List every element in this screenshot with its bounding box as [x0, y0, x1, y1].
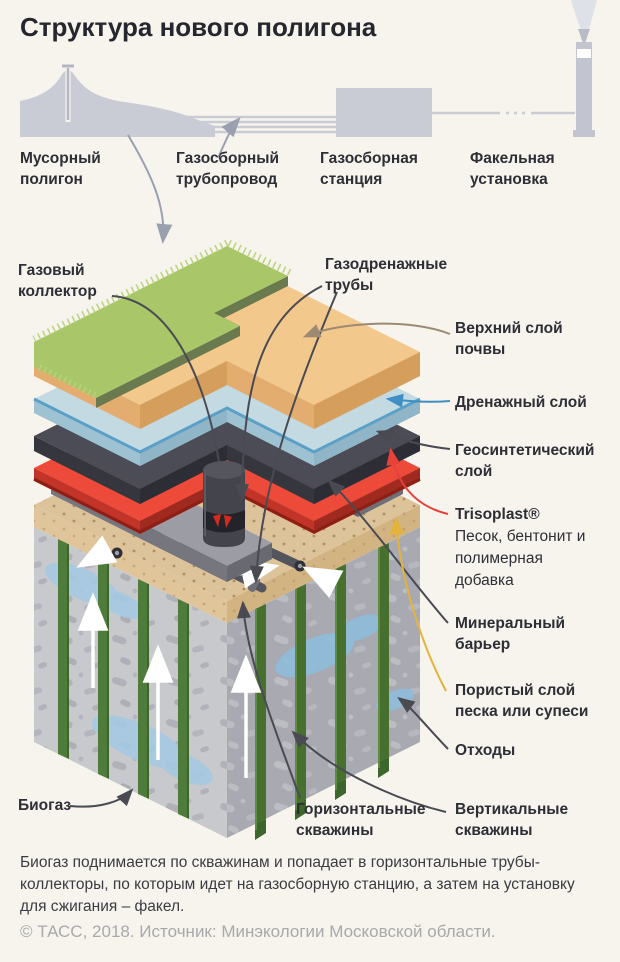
gas-in-arrow-right: [302, 566, 344, 598]
line-waste: [397, 696, 449, 750]
biogas-up-arrows: [77, 592, 262, 778]
top-soil-layer: [32, 239, 420, 429]
line-trisoplast: [386, 447, 449, 515]
label-vertical-wells: Вертикальные скважины: [455, 801, 569, 839]
label-trisoplast-title: Trisoplast®: [455, 506, 540, 523]
vertical-wells-right: [255, 543, 389, 840]
gas-station-icon: [336, 88, 432, 137]
grass-layer: [32, 239, 293, 408]
label-landfill: Мусорный полигон: [20, 150, 101, 188]
label-gas-pipeline: Газосборный трубопровод: [176, 150, 280, 188]
arrow-landfill-to-diagram: [127, 134, 173, 244]
gas-out-arrow-left: [76, 535, 118, 568]
grass-top: [34, 246, 288, 398]
line-vertical-wells: [291, 730, 447, 813]
label-gas-collector: Газовый коллектор: [18, 262, 97, 300]
label-top-soil: Верхний слой почвы: [455, 320, 563, 358]
flare-tower-icon: [571, 0, 597, 137]
waste-block: [34, 527, 420, 840]
arrow-label-to-pipeline: [217, 116, 241, 159]
connectors: [69, 285, 451, 813]
line-porous: [389, 516, 447, 692]
line-biogas: [69, 788, 134, 808]
label-drainage: Дренажный слой: [455, 394, 587, 411]
caption-text: Биогаз поднимается по скважинам и попада…: [20, 854, 575, 915]
page-title: Структура нового полигона: [20, 12, 377, 42]
line-drainage: [385, 393, 451, 408]
line-top-soil: [302, 322, 451, 338]
label-waste: Отходы: [455, 742, 516, 759]
landfill-icon: [20, 64, 215, 137]
label-flare-unit: Факельная установка: [470, 150, 555, 188]
line-gas-collector: [111, 295, 220, 463]
label-geosynthetic: Геосинтетический слой: [455, 442, 595, 480]
label-mineral: Минеральный барьер: [455, 615, 566, 653]
label-gas-drain-pipes: Газодренажные трубы: [325, 256, 448, 294]
grass-fringe: [34, 362, 97, 398]
label-porous: Пористый слой песка или супеси: [455, 682, 589, 720]
source-credit: © ТАСС, 2018. Источник: Минэкологии Моск…: [20, 922, 496, 941]
line-mineral: [327, 479, 449, 624]
label-biogas: Биогаз: [18, 797, 72, 814]
label-horizontal-wells: Горизонтальные скважины: [296, 801, 426, 839]
line-horizontal-wells: [236, 600, 301, 799]
label-gas-station: Газосборная станция: [320, 150, 418, 188]
line-geosynthetic: [375, 429, 451, 450]
gas-collector-unit: [203, 461, 245, 547]
line-gas-drain-pipes-2: [249, 291, 338, 584]
grass-fringe: [227, 239, 293, 277]
label-trisoplast-desc: Песок, бентонит и полимерная добавка: [455, 528, 586, 589]
line-gas-drain-pipes-1: [235, 285, 323, 502]
